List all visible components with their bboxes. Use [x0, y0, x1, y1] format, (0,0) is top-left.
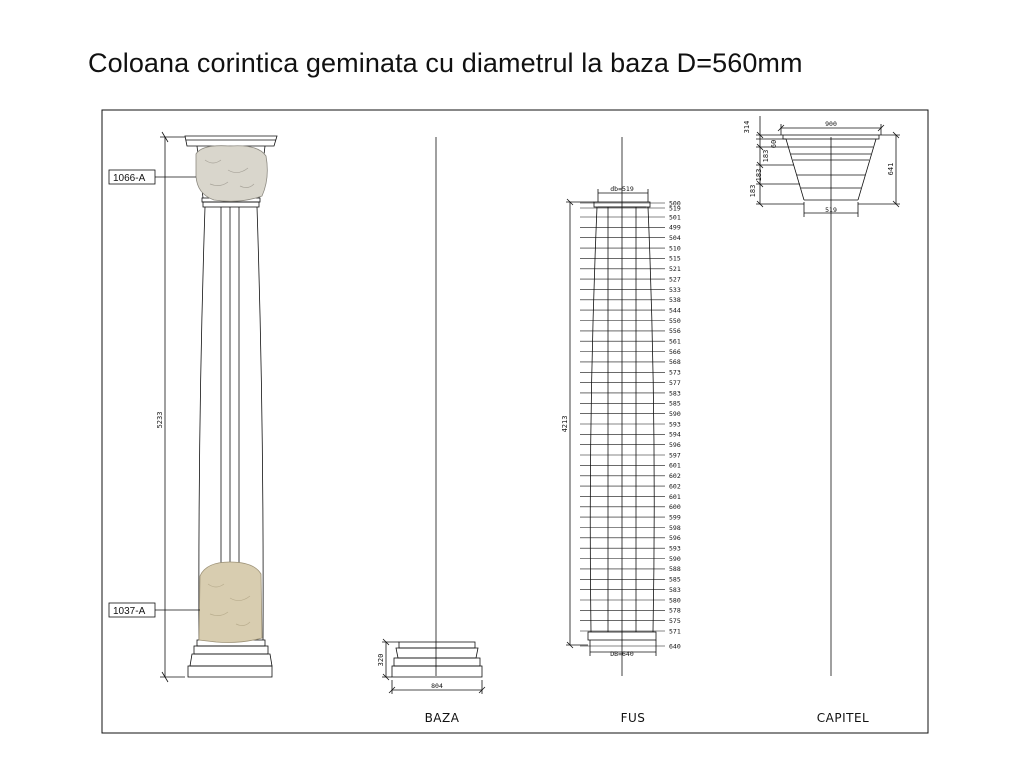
- fus-diameter-label: 598: [669, 524, 681, 532]
- fus-diameter-label: 500: [669, 199, 681, 207]
- fus-diameter-label: 501: [669, 213, 681, 221]
- fus-diameter-label: 573: [669, 369, 681, 377]
- fus-bottom-label: DB=640: [610, 650, 634, 658]
- fus-diameter-label: 568: [669, 358, 681, 366]
- stone-fragment-icon: [195, 145, 268, 202]
- fus-diameter-label: 527: [669, 275, 681, 283]
- fus-diameter-label: 585: [669, 576, 681, 584]
- fus-diameter-label: 515: [669, 255, 681, 263]
- drawing-frame: [101, 109, 929, 734]
- fus-diameter-label: 521: [669, 265, 681, 273]
- fus-diameter-label: 601: [669, 493, 681, 501]
- fus-diameter-label: 594: [669, 431, 681, 439]
- baza-height-label: 320: [377, 654, 385, 667]
- fus-diameter-label: 510: [669, 244, 681, 252]
- capitel-left-label-3: 183: [762, 150, 770, 163]
- tag-bottom-text: 1037-A: [113, 606, 146, 617]
- fus-diameter-label: 519: [669, 204, 681, 212]
- fus-diameter-label: 583: [669, 586, 681, 594]
- fus-diameter-label: 597: [669, 451, 681, 459]
- fus-diameter-label: 599: [669, 513, 681, 521]
- fus-diameter-label: 544: [669, 306, 681, 314]
- tag-top-text: 1066-A: [113, 173, 146, 184]
- fus-diameter-label: 593: [669, 545, 681, 553]
- fus-section-label: FUS: [621, 711, 646, 725]
- fus-diameter-label: 600: [669, 503, 681, 511]
- fus-diameter-label: 601: [669, 462, 681, 470]
- fus-diameter-label: 590: [669, 410, 681, 418]
- fus-diameter-label: 640: [669, 642, 681, 650]
- capitel-height-label: 641: [887, 163, 895, 176]
- fus-elevation: [566, 137, 657, 676]
- tag-1037-a: 1037-A: [108, 602, 200, 618]
- fus-diameter-label: 580: [669, 596, 681, 604]
- fus-diameter-label: 538: [669, 296, 681, 304]
- fus-diameter-label: 578: [669, 607, 681, 615]
- baza-section-label: BAZA: [425, 711, 460, 725]
- capitel-left-label-4: 183: [755, 169, 763, 182]
- fus-diameter-label: 571: [669, 627, 681, 635]
- stone-fragment-icon: [198, 561, 263, 643]
- page-title: Coloana corintica geminata cu diametrul …: [88, 48, 803, 78]
- baza-elevation: [382, 137, 486, 694]
- fus-diameter-label: 550: [669, 317, 681, 325]
- fus-diameter-label: 533: [669, 286, 681, 294]
- tag-1066-a: 1066-A: [108, 169, 196, 185]
- fus-diameter-label: 575: [669, 617, 681, 625]
- fus-height-label: 4213: [561, 416, 569, 433]
- fus-diameter-label: 602: [669, 482, 681, 490]
- fus-diameter-label: 590: [669, 555, 681, 563]
- baza-width-label: 804: [431, 682, 443, 690]
- fus-diameter-label: 504: [669, 234, 681, 242]
- capitel-bottom-label: 519: [825, 206, 837, 214]
- fus-diameter-label: 499: [669, 224, 681, 232]
- capitel-top-label: 900: [825, 120, 837, 128]
- fus-top-label: db=519: [610, 185, 634, 193]
- capitel-left-label-1: 314: [743, 121, 751, 134]
- fus-diameter-label: 566: [669, 348, 681, 356]
- fus-diameter-label: 556: [669, 327, 681, 335]
- capitel-section-label: CAPITEL: [817, 711, 869, 725]
- column-height-label: 5233: [156, 412, 164, 429]
- fus-diameter-label: 593: [669, 420, 681, 428]
- fus-diameter-label: 577: [669, 379, 681, 387]
- fus-diameter-label: 588: [669, 565, 681, 573]
- capitel-left-label-2: 60: [770, 140, 778, 148]
- capitel-left-label-5: 183: [749, 185, 757, 198]
- fus-diameter-label: 602: [669, 472, 681, 480]
- fus-diameter-label: 585: [669, 400, 681, 408]
- fus-diameter-label: 596: [669, 534, 681, 542]
- capitel-elevation: [756, 116, 900, 676]
- fus-diameter-label: 561: [669, 338, 681, 346]
- fus-diameter-label: 596: [669, 441, 681, 449]
- fus-diameter-label: 583: [669, 389, 681, 397]
